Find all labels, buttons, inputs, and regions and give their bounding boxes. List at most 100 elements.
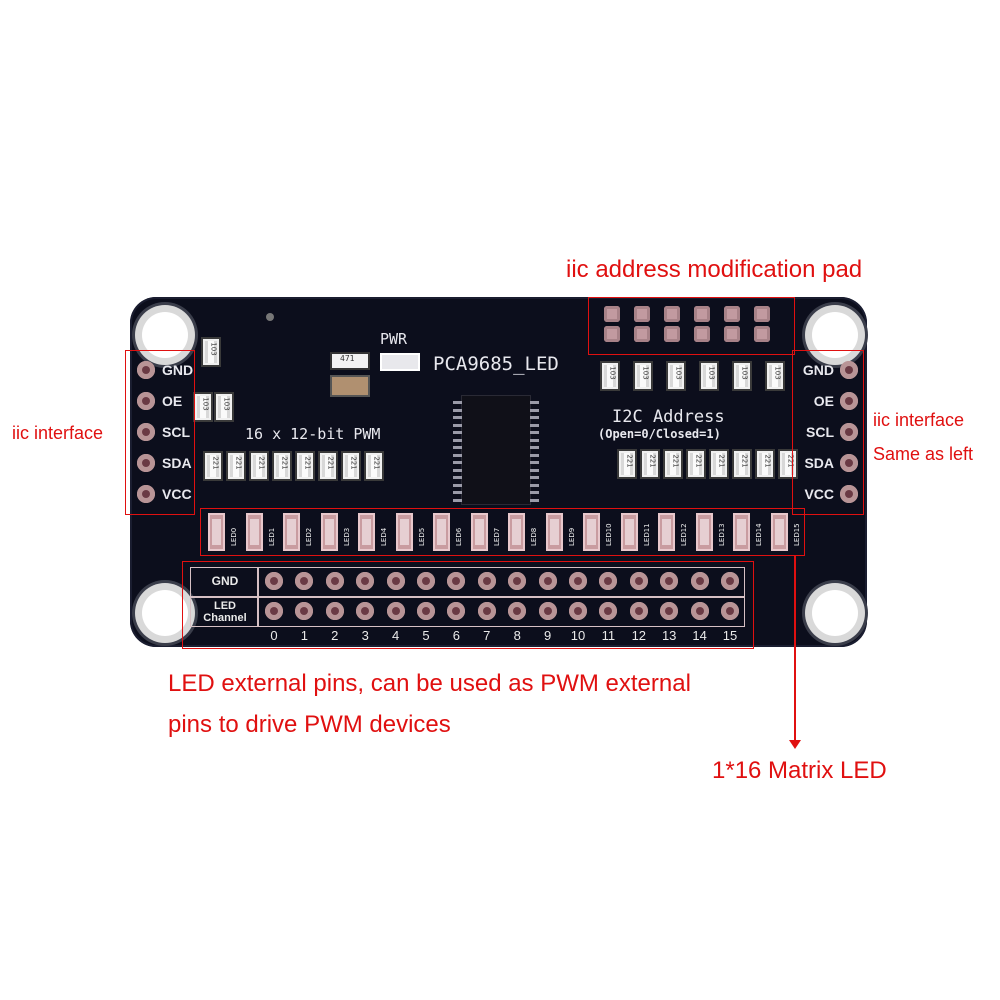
- right-res-row-res-6: 221: [755, 449, 775, 479]
- led-2: [283, 513, 300, 551]
- header-gnd-pin-0: [265, 572, 283, 590]
- channel-number-3: 3: [361, 628, 369, 643]
- led-7: [470, 513, 488, 551]
- iic-left-label-scl: SCL: [162, 424, 190, 440]
- anno-iic-left: iic interface: [12, 423, 104, 443]
- anno-led-pins-1: LED external pins, can be used as PWM ex…: [168, 670, 691, 697]
- led-3: [320, 513, 338, 551]
- channel-number-10: 10: [570, 628, 586, 643]
- address-pad-bottom-1: [634, 326, 650, 342]
- header-gnd-pin-6: [447, 572, 466, 590]
- small-via: [266, 313, 274, 321]
- header-led-pin-4: [386, 602, 405, 620]
- chip-pin: [530, 423, 539, 427]
- header-gnd-pin-5: [417, 572, 435, 590]
- header-divider-h: [190, 596, 745, 598]
- address-pad-bottom-5: [754, 326, 770, 342]
- header-gnd-label: GND: [211, 574, 239, 588]
- addr-res-row-res-5: 103: [765, 361, 785, 391]
- iic-right-pad-gnd: [840, 361, 858, 379]
- chip-pin: [453, 498, 462, 502]
- iic-left-pad-gnd: [137, 361, 155, 379]
- header-led-pin-13: [660, 602, 679, 620]
- chip-pin: [453, 476, 462, 479]
- header-gnd-pin-2: [325, 572, 344, 590]
- iic-right-label-sda: SDA: [804, 455, 834, 471]
- led-15: [770, 513, 788, 551]
- box-led-matrix: [200, 508, 805, 556]
- addr-res-row-res-1: 103: [633, 361, 653, 391]
- header-led-pin-11: [599, 602, 618, 620]
- chip-pin: [530, 453, 539, 457]
- channel-number-15: 15: [722, 628, 738, 643]
- header-led-pin-2: [325, 602, 344, 620]
- header-gnd-pin-8: [508, 572, 527, 590]
- channel-number-0: 0: [270, 628, 278, 643]
- iic-left-pad-oe: [137, 392, 155, 410]
- anno-led-pins-2: pins to drive PWM devices: [168, 711, 451, 738]
- resistor-r1: 103: [201, 337, 221, 367]
- header-led-pin-9: [538, 602, 557, 620]
- chip-pin: [453, 491, 462, 494]
- led-14: [733, 513, 750, 551]
- header-led-pin-8: [508, 602, 527, 620]
- chip-pin: [530, 438, 539, 442]
- chip-pin: [453, 401, 462, 404]
- chip-pin: [453, 483, 462, 487]
- header-led-pin-15: [721, 602, 739, 620]
- pwr-resistor-label: 471: [340, 354, 355, 363]
- left-res-row-res-3: 221: [272, 451, 292, 481]
- pca9685-chip: [453, 395, 539, 505]
- header-gnd-pin-4: [386, 572, 405, 590]
- left-res-row-res-5: 221: [318, 451, 338, 481]
- iic-right-pad-oe: [840, 392, 858, 410]
- right-res-row-res-3: 221: [686, 449, 706, 479]
- header-led-pin-3: [356, 602, 375, 620]
- chip-pin: [530, 483, 539, 487]
- chip-pin: [453, 468, 462, 472]
- pwr-led: [380, 353, 420, 371]
- iic-right-label-vcc: VCC: [804, 486, 834, 502]
- address-pad-top-1: [634, 306, 650, 322]
- model-label: PCA9685_LED: [433, 353, 559, 375]
- channel-number-11: 11: [601, 628, 616, 643]
- anno-address-pad: iic address modification pad: [566, 256, 863, 283]
- led-8: [508, 513, 525, 551]
- address-pad-top-0: [604, 306, 620, 322]
- chip-pin: [530, 446, 539, 449]
- addr-res-row-res-2: 103: [666, 361, 686, 391]
- iic-right-pad-sda: [840, 454, 858, 472]
- header-led-pin-14: [690, 602, 709, 620]
- iic-right-label-oe: OE: [813, 393, 834, 409]
- left-res-row-res-2: 221: [249, 451, 269, 481]
- header-gnd-pin-3: [356, 572, 375, 590]
- left-res-row-res-4: 221: [295, 451, 315, 481]
- address-pad-bottom-0: [604, 326, 620, 342]
- chip-pin: [453, 416, 462, 419]
- mounting-hole-bottom-left: [142, 590, 188, 636]
- iic-right-label-scl: SCL: [806, 424, 834, 440]
- address-pad-top-5: [754, 306, 770, 322]
- chip-pin: [530, 401, 539, 404]
- chip-pin: [530, 498, 539, 502]
- addr-res-row-res-4: 103: [732, 361, 752, 391]
- channel-number-4: 4: [391, 628, 400, 643]
- iic-left-pad-scl: [137, 423, 155, 441]
- led-4: [358, 513, 375, 551]
- led-6: [433, 513, 450, 551]
- header-led-pin-5: [417, 602, 435, 620]
- address-pad-top-3: [694, 306, 710, 322]
- led-10: [583, 513, 600, 551]
- arrow-line: [794, 556, 796, 742]
- address-pad-top-2: [664, 306, 680, 322]
- right-res-row-res-4: 221: [709, 449, 729, 479]
- addr-title: I2C Address: [612, 407, 725, 427]
- header-channel-label: Channel: [203, 612, 247, 624]
- header-led-pin-7: [477, 602, 496, 620]
- channel-number-5: 5: [422, 628, 430, 643]
- header-gnd-pin-12: [629, 572, 648, 590]
- box-iic-right: [792, 350, 864, 515]
- channel-number-9: 9: [543, 628, 552, 643]
- header-gnd-pin-15: [721, 572, 739, 590]
- channel-number-12: 12: [631, 628, 647, 643]
